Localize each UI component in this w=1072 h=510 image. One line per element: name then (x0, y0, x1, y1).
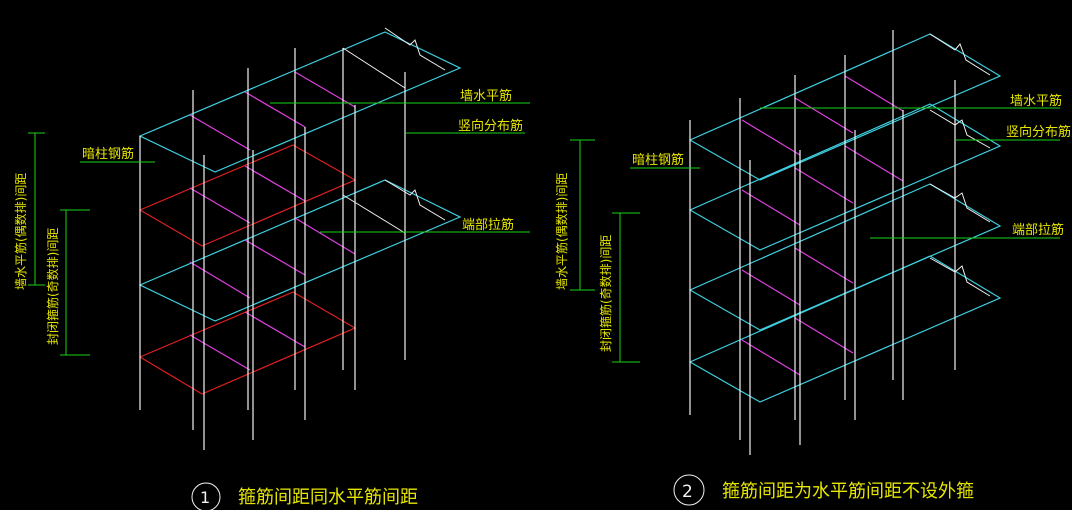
d1-label-end-tie-bar: 端部拉筋 (462, 217, 514, 233)
d1-dim-wall-horizontal-spacing: 墙水平筋(偶数排)间距 (13, 173, 28, 290)
diagram-1: 墙水平筋 竖向分布筋 暗柱钢筋 端部拉筋 墙水平筋(偶数排)间距 封闭箍筋(奇数… (13, 27, 530, 510)
d2-caption-text: 箍筋间距为水平筋间距不设外箍 (722, 481, 974, 502)
d1-label-wall-horizontal-bar: 墙水平筋 (460, 88, 512, 104)
d1-label-vertical-dist-bar: 竖向分布筋 (458, 118, 523, 134)
diagram-2-vertical-bars (689, 30, 956, 455)
d1-bar-plane-top (138, 31, 462, 173)
diagram-2-horizontal-bars (688, 33, 1002, 403)
d2-dim-wall-horizontal-spacing: 墙水平筋(偶数排)间距 (554, 173, 569, 290)
d1-caption-circle (191, 482, 221, 510)
d2-label-hidden-column-bar: 暗柱钢筋 (632, 152, 684, 168)
d1-dim-closed-stirrup-spacing: 封闭箍筋(奇数排)间距 (45, 228, 60, 345)
diagram-2-end-tie-breaks (929, 33, 991, 297)
d2-bar-plane-1 (688, 33, 1002, 181)
diagram-1-end-tie-breaks (342, 27, 446, 234)
d2-label-end-tie-bar: 端部拉筋 (1012, 222, 1064, 238)
diagram-1-vertical-bars (139, 48, 406, 450)
d2-caption-circle (673, 474, 705, 506)
d2-dim-closed-stirrup-spacing: 封闭箍筋(奇数排)间距 (598, 235, 613, 352)
d2-bar-plane-4 (688, 255, 1002, 403)
d1-bar-plane-middle (138, 179, 462, 322)
diagram-2: 墙水平筋 竖向分布筋 暗柱钢筋 端部拉筋 墙水平筋(偶数排)间距 封闭箍筋(奇数… (554, 30, 1071, 506)
d2-label-wall-horizontal-bar: 墙水平筋 (1010, 93, 1062, 109)
d1-caption-number: 1 (200, 488, 210, 507)
d1-label-hidden-column-bar: 暗柱钢筋 (82, 146, 134, 162)
d2-bar-plane-3 (688, 183, 1002, 331)
d2-caption-number: 2 (682, 482, 693, 502)
diagram-1-horizontal-bars (138, 31, 462, 322)
diagram-1-leaders (28, 102, 530, 356)
d2-bar-plane-2 (688, 103, 1002, 251)
diagram-2-leaders (570, 107, 1060, 363)
d1-caption-text: 箍筋间距同水平筋间距 (238, 487, 418, 508)
d2-label-vertical-dist-bar: 竖向分布筋 (1006, 124, 1071, 140)
